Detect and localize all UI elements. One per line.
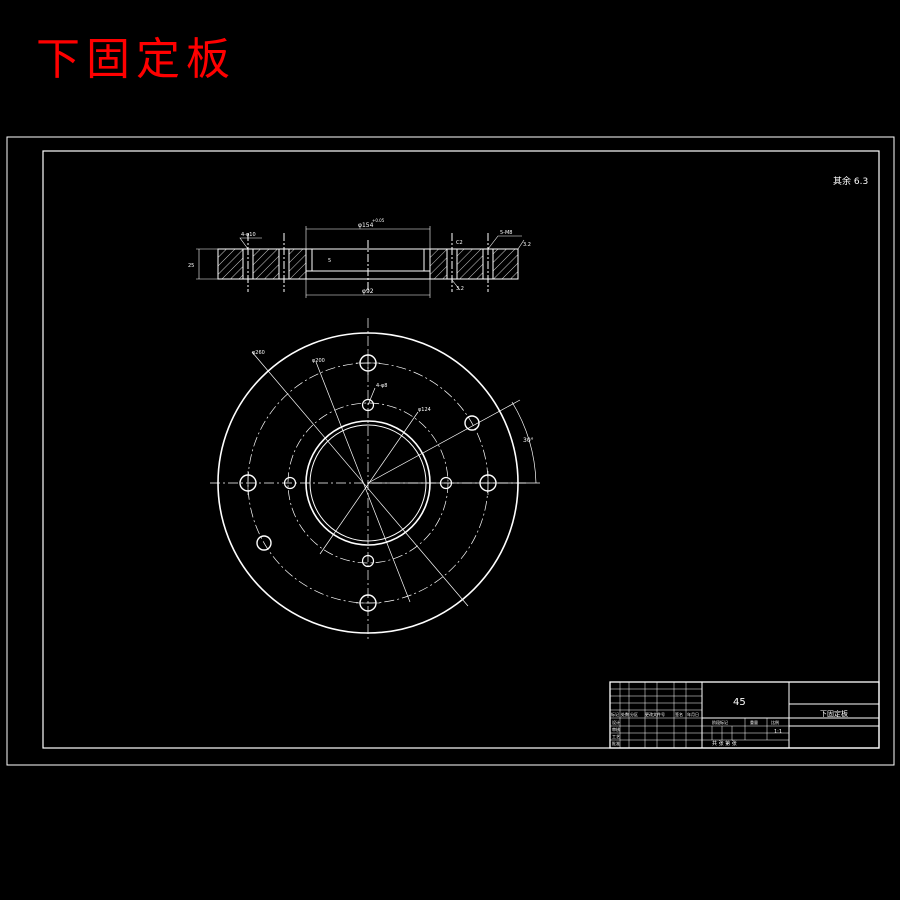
section-hatch-left [217,248,307,280]
bolt-hole [464,415,480,431]
roughness-left: 3.2 [456,286,464,292]
pin-hole [361,554,375,568]
dim-height: 25 [188,263,194,269]
role-label-0: 设计 [612,719,620,725]
dim-bottom-diameter: φ92 [362,288,374,295]
row-label-1: 处数 [621,711,629,717]
material-value: 45 [733,697,746,708]
dim-holes: 4-φ8 [376,383,387,389]
scale-value: 1:1 [774,729,782,735]
role-label-2: 工艺 [612,734,620,739]
dim-bolt-circle-outer: φ200 [312,358,325,364]
dim-step: 5 [328,258,331,264]
role-label-3: 批准 [612,740,620,746]
title-block-text: 45 下固定板 1:1 共 张 第 张 标记 处数 分区 更改文件号 签名 年月… [611,697,848,747]
sheet-info: 共 张 第 张 [712,740,737,747]
role-label-1: 审核 [612,726,620,732]
pin-hole [361,398,375,412]
plan-labels: φ260 φ200 4-φ8 φ124 30° [252,350,534,444]
inner-frame [42,150,880,749]
row-label-2: 分区 [630,711,638,717]
row-label-5: 年月日 [687,711,699,717]
page-title: 下固定板 [36,34,236,85]
dim-bolt-circle-inner: φ124 [418,407,431,413]
stage-label-2: 比例 [771,719,779,725]
bolt-hole [256,535,272,551]
dim-holes-left: 4-φ10 [241,232,256,238]
section-hatch-right [429,248,519,280]
dim-angle: 30° [523,437,534,444]
dim-top-tol: +0.05 [372,218,385,223]
dim-top-diameter: φ154 [358,222,374,229]
dim-holes-right: 5-M8 [500,230,512,236]
stage-label-1: 重量 [750,719,758,725]
section-labels: φ154 +0.05 φ92 4-φ10 5-M8 25 5 C2 3.2 3.… [188,218,531,295]
row-label-0: 标记 [611,711,619,717]
plan-view [210,318,540,640]
row-label-4: 签名 [675,711,683,717]
title-block [609,681,880,749]
section-view [196,226,525,298]
roughness-note: 其余 6.3 [833,175,868,187]
outer-frame [6,136,895,766]
dim-outer: φ260 [252,350,265,356]
roughness-right: 3.2 [523,242,531,248]
dim-chamfer: C2 [456,240,463,246]
row-label-3: 更改文件号 [645,711,665,717]
part-name: 下固定板 [820,709,848,718]
pin-hole [283,476,297,490]
stage-label-0: 阶段标记 [712,719,728,725]
